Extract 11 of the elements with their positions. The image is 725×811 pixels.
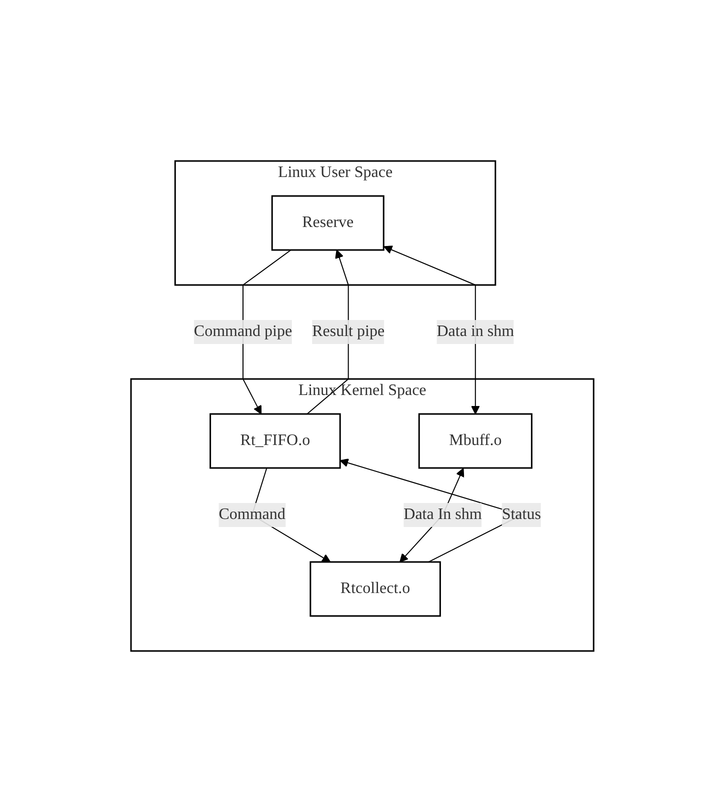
- edge-label: Data in shm: [436, 322, 514, 340]
- node-box: Reserve: [272, 194, 385, 250]
- edge-label: Data In shm: [404, 505, 482, 522]
- edge-label: Result pipe: [312, 322, 385, 340]
- node-box: Rtcollect.o: [310, 560, 442, 616]
- node-box: Mbuff.o: [418, 412, 533, 468]
- edge-label: Command pipe: [194, 322, 292, 340]
- edge-label: Command: [218, 505, 286, 522]
- arrow: [384, 245, 480, 414]
- node-box: Rt_FIFO.o: [210, 412, 342, 468]
- edge-label: Status: [502, 505, 542, 522]
